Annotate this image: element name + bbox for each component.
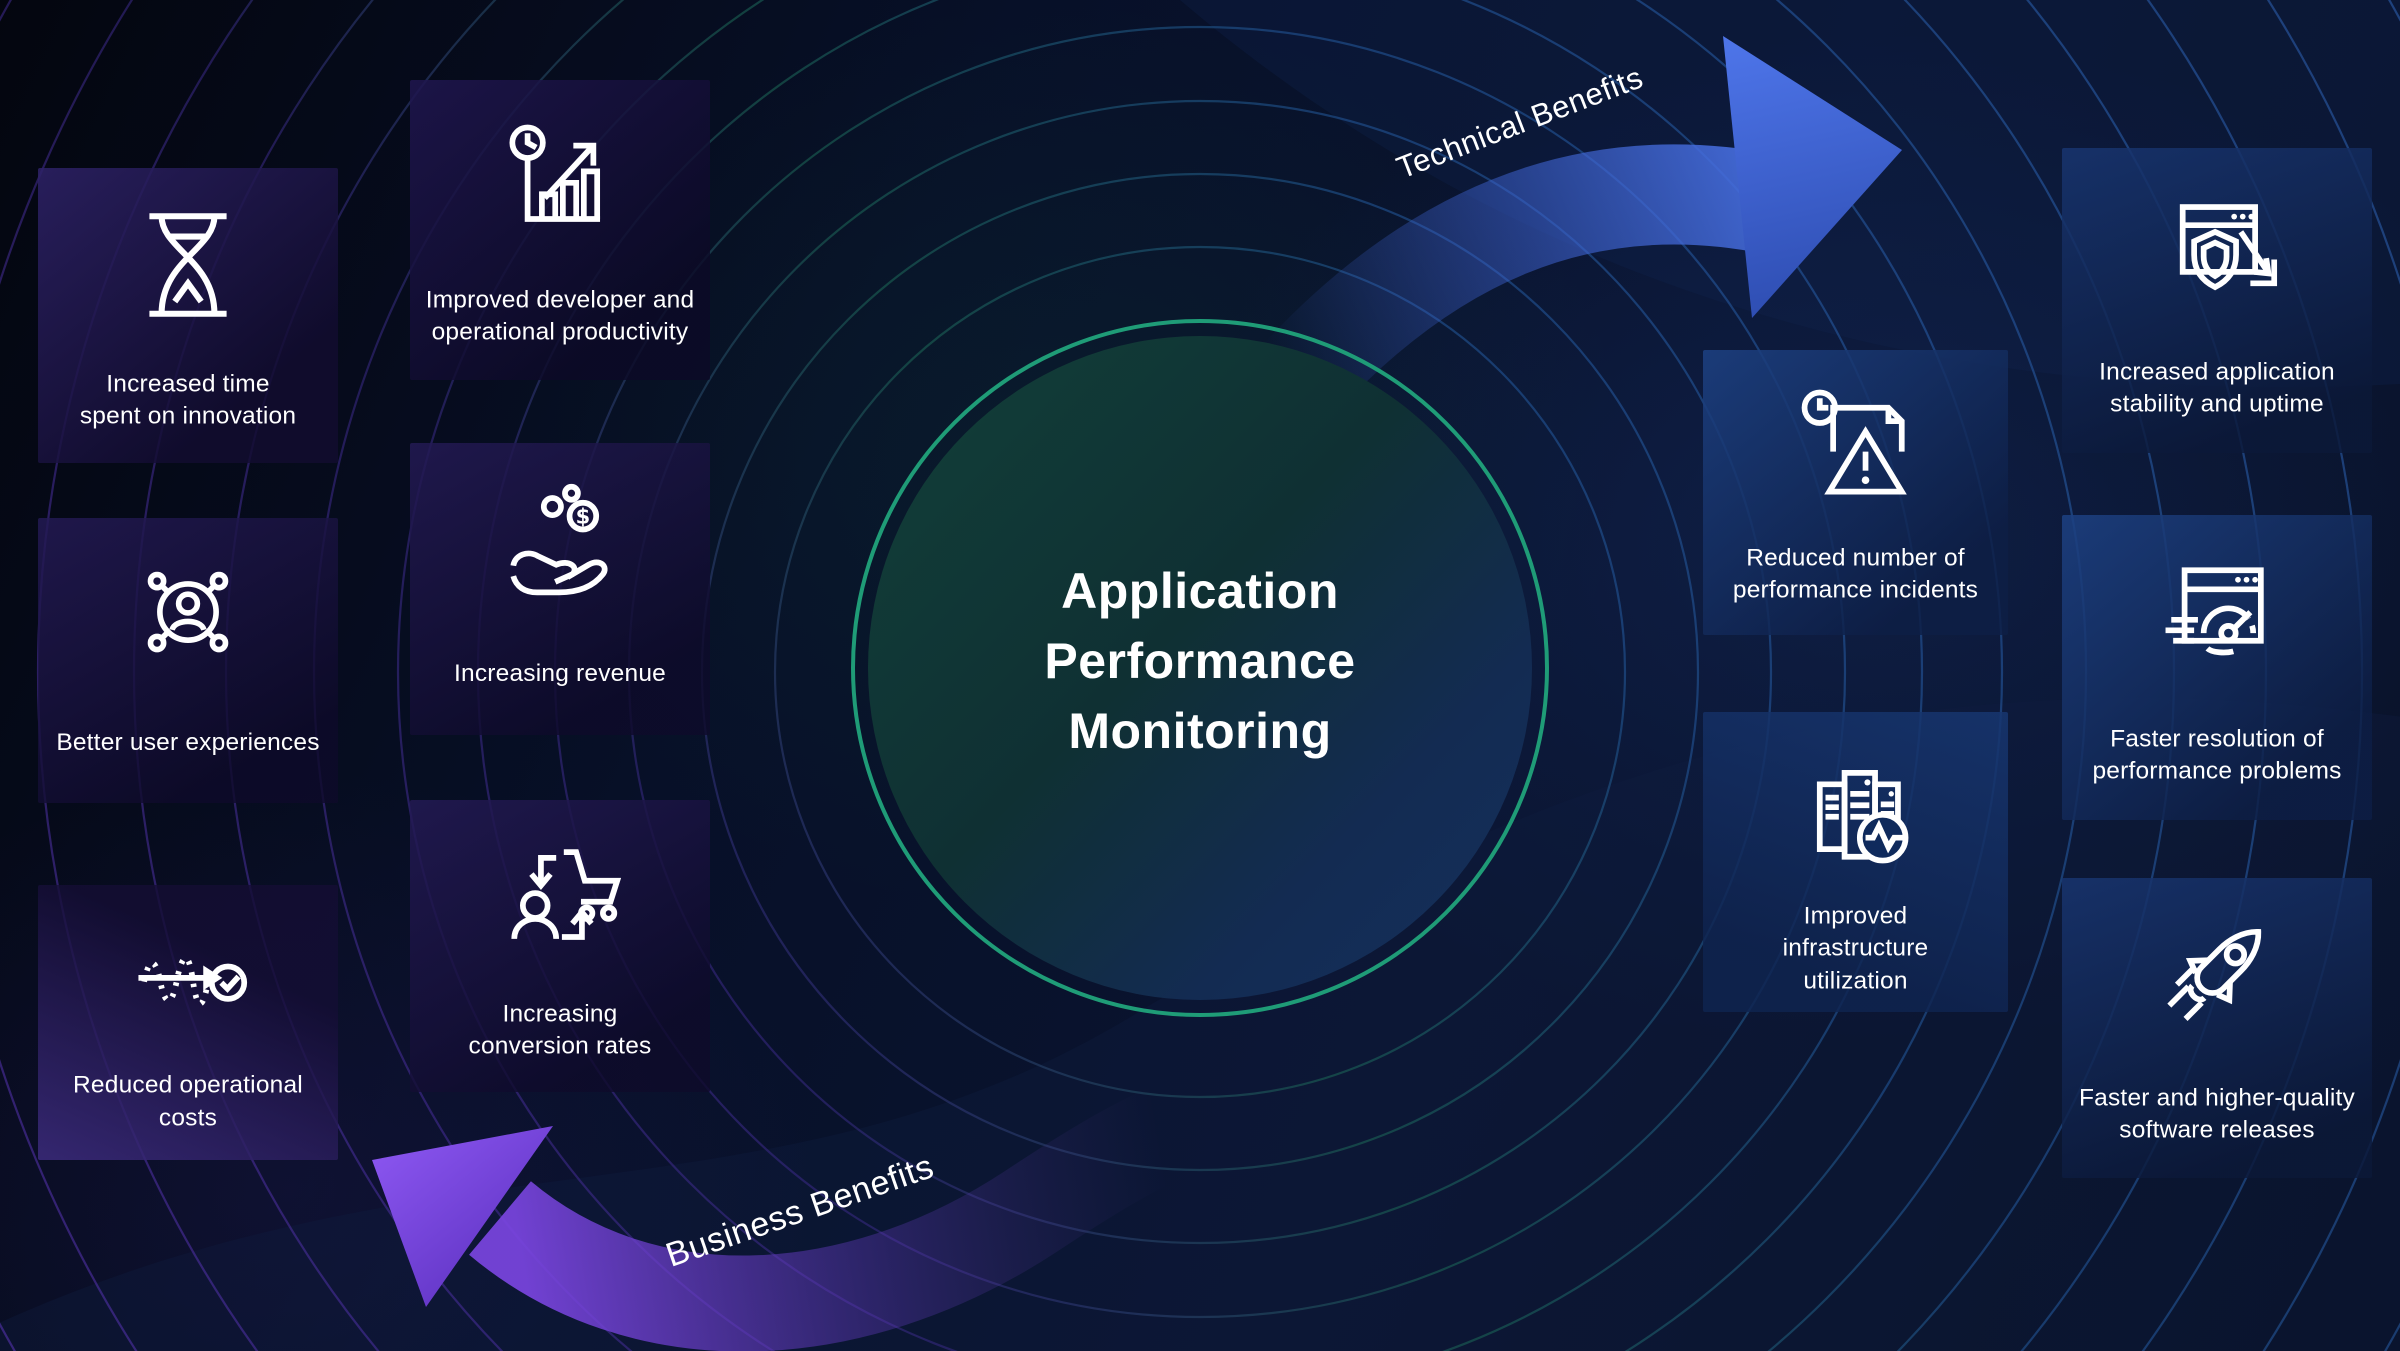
user-network-icon xyxy=(128,552,248,672)
benefit-card-label: Increased time spent on innovation xyxy=(79,370,297,431)
benefit-card-time-innovation: Increased time spent on innovation xyxy=(38,168,338,463)
benefit-card-label: Reduced number of performance incidents xyxy=(1732,544,1979,605)
hand-coins-icon: $ xyxy=(499,478,621,600)
business-benefits-arrow xyxy=(372,1085,1192,1351)
benefit-card-performance-incidents: Reduced number of performance incidents xyxy=(1703,350,2008,635)
benefit-card-infrastructure-utilization: Improved infrastructure utilization xyxy=(1703,712,2008,1012)
hourglass-icon xyxy=(123,200,253,330)
benefit-card-stability-uptime: Increased application stability and upti… xyxy=(2062,148,2372,453)
productivity-chart-clock-icon xyxy=(499,118,621,240)
server-health-monitor-icon xyxy=(1795,750,1917,872)
benefit-card-conversion-rates: Increasing conversion rates xyxy=(410,800,710,1092)
center-disk xyxy=(868,336,1532,1000)
browser-shield-icon xyxy=(2156,188,2278,310)
page-title: Application Performance Monitoring xyxy=(1044,563,1356,759)
benefit-card-label: Better user experiences xyxy=(56,728,320,756)
benefit-card-operational-costs: Reduced operational costs xyxy=(38,885,338,1160)
benefit-card-software-releases: Faster and higher-quality software relea… xyxy=(2062,878,2372,1178)
cost-reduction-arrow-icon xyxy=(127,915,249,1037)
rocket-icon xyxy=(2156,916,2278,1038)
benefit-card-increasing-revenue: $ Increasing revenue xyxy=(410,443,710,735)
benefit-card-label: Reduced operational costs xyxy=(73,1071,303,1132)
incident-alert-clock-icon xyxy=(1795,383,1917,505)
benefit-card-label: Increasing revenue xyxy=(454,659,666,687)
benefit-card-label: Faster and higher-quality software relea… xyxy=(2078,1084,2356,1144)
benefit-card-faster-resolution: Faster resolution of performance problem… xyxy=(2062,515,2372,820)
benefit-card-label: Increased application stability and upti… xyxy=(2099,358,2335,418)
benefit-card-developer-productivity: Improved developer and operational produ… xyxy=(410,80,710,380)
benefit-card-label: Increasing conversion rates xyxy=(468,1000,652,1060)
cart-conversion-icon xyxy=(499,835,621,957)
benefit-card-label: Improved developer and operational produ… xyxy=(425,286,695,346)
benefit-card-user-experiences: Better user experiences xyxy=(38,518,338,803)
browser-speedometer-icon xyxy=(2156,555,2278,677)
benefit-card-label: Faster resolution of performance problem… xyxy=(2092,725,2342,785)
center-ring xyxy=(851,319,1549,1017)
technical-benefits-arrow xyxy=(1244,36,1902,431)
svg-text:$: $ xyxy=(576,505,591,529)
benefit-card-label: Improved infrastructure utilization xyxy=(1782,902,1929,995)
